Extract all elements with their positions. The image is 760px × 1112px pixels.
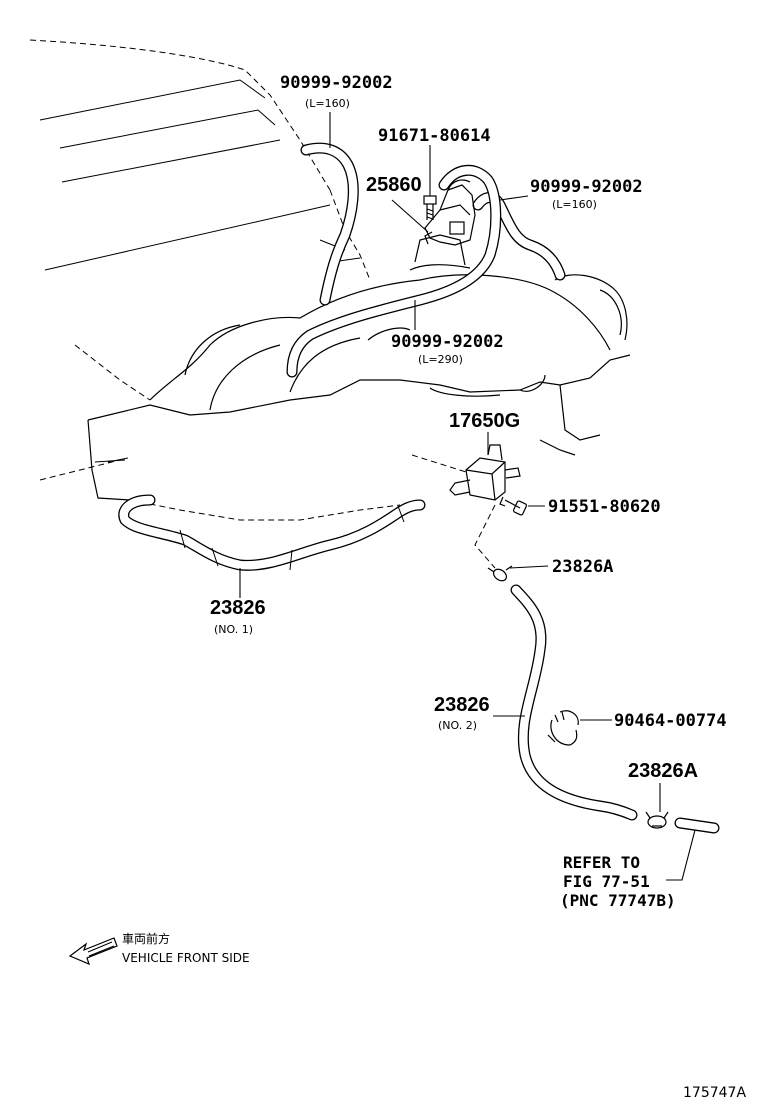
bolt-top-icon <box>423 195 437 220</box>
label-vsv: 17650G <box>449 410 520 432</box>
leader-bracket <box>391 199 429 233</box>
label-bolt-vsv: 91551-80620 <box>548 497 661 517</box>
leader-reference <box>666 829 696 881</box>
bracket-assembly <box>424 179 476 246</box>
clamp-upper-icon <box>487 565 513 582</box>
hose-middle <box>286 165 502 378</box>
bolt-vsv-icon <box>499 496 528 516</box>
clamp-lower-icon <box>645 811 669 829</box>
vsv-valve <box>449 444 521 501</box>
hose-no2 <box>510 584 638 821</box>
front-direction-arrow-icon <box>68 937 118 966</box>
intake-manifold <box>87 234 631 521</box>
guide-vsv-down <box>474 504 496 569</box>
label-hose-middle: 90999-92002 <box>391 332 504 352</box>
hose-top-left <box>300 142 359 306</box>
label-clamp-upper: 23826A <box>552 557 613 577</box>
reference-line-2: FIG 77-51 <box>563 872 650 891</box>
label-clamp-lower: 23826A <box>628 760 698 782</box>
hose-no1 <box>118 494 426 571</box>
label-hose-no2: 23826 <box>434 694 490 716</box>
note-hose-top-right: (L=160) <box>552 198 597 211</box>
clip-icon <box>547 710 579 746</box>
label-hose-no1: 23826 <box>210 597 266 619</box>
engine-cover-outline <box>29 39 371 481</box>
note-hose-no2: (NO. 2) <box>438 719 477 732</box>
guide-vsv-left <box>411 454 467 473</box>
label-hose-top-left: 90999-92002 <box>280 73 393 93</box>
note-hose-top-left: (L=160) <box>305 97 350 110</box>
reference-hose-stub <box>674 817 720 834</box>
label-bolt-top: 91671-80614 <box>378 126 491 146</box>
legend-japanese: 車両前方 <box>122 931 170 946</box>
note-hose-no1: (NO. 1) <box>214 623 253 636</box>
reference-line-3: (PNC 77747B) <box>560 891 676 910</box>
figure-code: 175747A <box>683 1085 746 1101</box>
reference-line-1: REFER TO <box>563 853 640 872</box>
legend-english: VEHICLE FRONT SIDE <box>122 951 250 965</box>
leader-clamp-upper <box>509 565 549 569</box>
label-bracket: 25860 <box>366 174 422 196</box>
leader-hose-top-right <box>499 195 529 201</box>
label-hose-top-right: 90999-92002 <box>530 177 643 197</box>
label-clip: 90464-00774 <box>614 711 727 731</box>
note-hose-middle: (L=290) <box>418 353 463 366</box>
